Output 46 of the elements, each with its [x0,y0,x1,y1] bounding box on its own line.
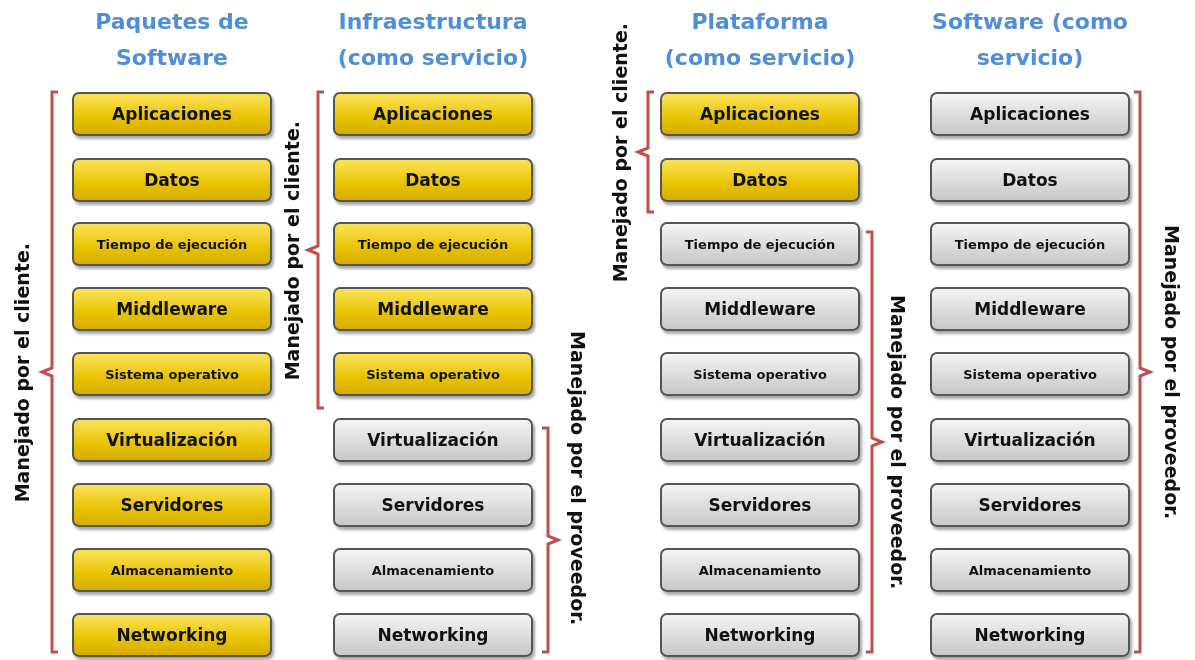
layer-box: Middleware [930,287,1130,331]
layer-box: Tiempo de ejecución [333,222,533,266]
layer-box: Aplicaciones [930,92,1130,136]
layer-box: Middleware [72,287,272,331]
bracket-label: Manejado por el proveedor. [567,331,589,626]
layer-box: Almacenamiento [72,548,272,592]
layer-box: Datos [72,158,272,202]
layer-box: Almacenamiento [660,548,860,592]
layer-box: Tiempo de ejecución [660,222,860,266]
layer-box: Virtualización [660,418,860,462]
layer-box: Middleware [660,287,860,331]
layer-box: Almacenamiento [930,548,1130,592]
layer-box: Tiempo de ejecución [930,222,1130,266]
layer-box: Sistema operativo [660,352,860,396]
layer-box: Servidores [660,483,860,527]
layer-box: Servidores [333,483,533,527]
layer-box: Middleware [333,287,533,331]
layer-box: Datos [660,158,860,202]
bracket-label: Manejado por el cliente. [11,242,33,502]
column-heading: Infraestructura (como servicio) [336,8,530,72]
bracket-label: Manejado por el cliente. [609,22,631,282]
layer-box: Servidores [930,483,1130,527]
bracket-label: Manejado por el proveedor. [887,295,909,590]
bracket-label: Manejado por el cliente. [281,120,303,380]
layer-box: Virtualización [930,418,1130,462]
layer-box: Sistema operativo [72,352,272,396]
layer-box: Almacenamiento [333,548,533,592]
layer-box: Aplicaciones [72,92,272,136]
layer-box: Networking [333,613,533,657]
layer-box: Virtualización [72,418,272,462]
layer-box: Servidores [72,483,272,527]
column-heading: Software (como servicio) [931,8,1129,72]
layer-box: Aplicaciones [333,92,533,136]
layer-box: Networking [660,613,860,657]
layer-box: Sistema operativo [333,352,533,396]
layer-box: Aplicaciones [660,92,860,136]
layer-box: Datos [333,158,533,202]
column-heading: Plataforma (como servicio) [663,8,857,72]
layer-box: Networking [72,613,272,657]
layer-box: Tiempo de ejecución [72,222,272,266]
bracket-label: Manejado por el proveedor. [1161,225,1183,520]
layer-box: Sistema operativo [930,352,1130,396]
layer-box: Virtualización [333,418,533,462]
column-heading: Paquetes de Software [94,8,250,72]
layer-box: Datos [930,158,1130,202]
layer-box: Networking [930,613,1130,657]
